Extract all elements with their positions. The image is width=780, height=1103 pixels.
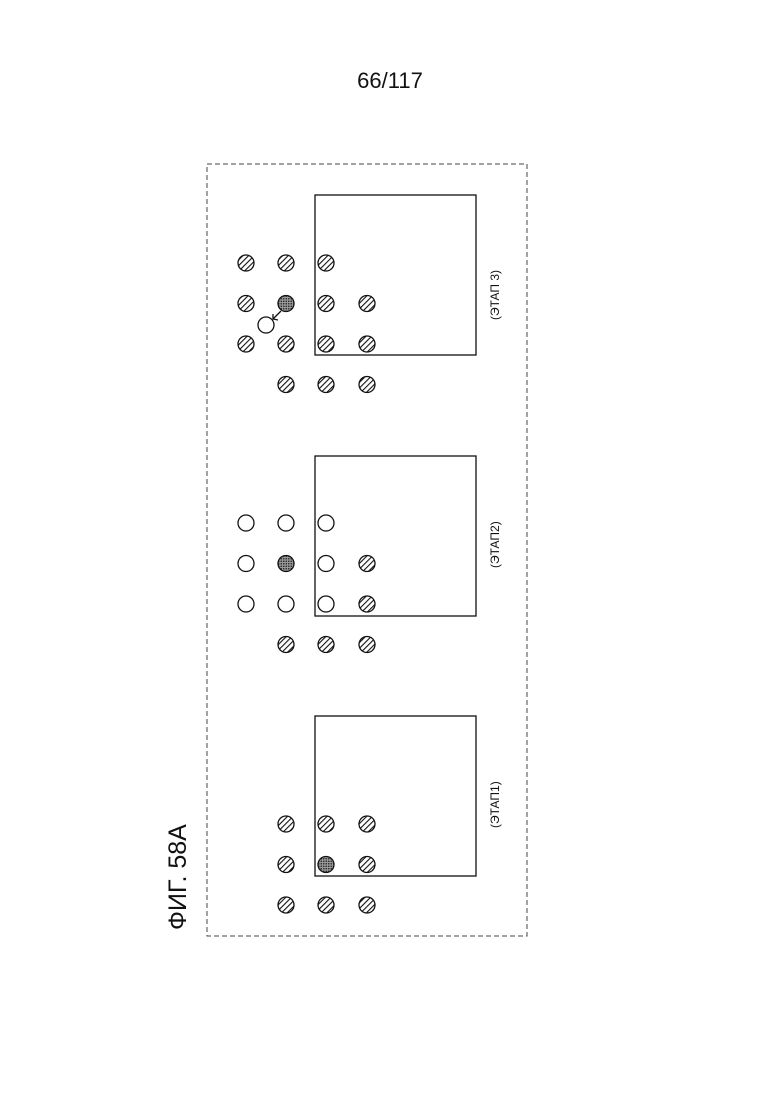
circle-empty — [318, 515, 334, 531]
circle-hatched — [278, 336, 294, 352]
circle-dotted — [278, 556, 294, 572]
circle-hatched — [318, 255, 334, 271]
move-arrow-line — [273, 311, 281, 319]
circle-hatched — [359, 336, 375, 352]
circle-empty — [278, 515, 294, 531]
stages-layer: (ЭТАП 3) (ЭТАП2) (ЭТАП1) — [238, 195, 502, 913]
stage-box — [315, 716, 476, 876]
moving-circle — [258, 317, 274, 333]
circle-hatched — [359, 556, 375, 572]
stage-3-group: (ЭТАП1) — [278, 716, 502, 913]
circle-hatched — [359, 296, 375, 312]
stage-label: (ЭТАП2) — [488, 521, 502, 568]
circle-hatched — [359, 897, 375, 913]
circle-hatched — [359, 596, 375, 612]
circle-hatched — [238, 336, 254, 352]
circle-hatched — [359, 637, 375, 653]
stage-label: (ЭТАП 3) — [488, 270, 502, 320]
stage-box — [315, 456, 476, 616]
circle-hatched — [278, 377, 294, 393]
figure-label: ФИГ. 58А — [164, 824, 192, 930]
circle-hatched — [318, 296, 334, 312]
circle-empty — [238, 556, 254, 572]
circle-empty — [318, 596, 334, 612]
circle-dotted — [278, 296, 294, 312]
circle-hatched — [278, 857, 294, 873]
stage-1-group: (ЭТАП 3) — [238, 195, 502, 393]
circle-empty — [238, 515, 254, 531]
circle-empty — [318, 556, 334, 572]
circle-hatched — [278, 816, 294, 832]
circle-hatched — [359, 377, 375, 393]
circle-hatched — [318, 816, 334, 832]
circle-hatched — [278, 897, 294, 913]
stage-label: (ЭТАП1) — [488, 781, 502, 828]
circle-hatched — [359, 816, 375, 832]
circle-empty — [278, 596, 294, 612]
circle-empty — [238, 596, 254, 612]
stage-2-group: (ЭТАП2) — [238, 456, 502, 653]
stage-box — [315, 195, 476, 355]
circle-dotted — [318, 857, 334, 873]
circle-hatched — [318, 897, 334, 913]
circle-hatched — [238, 296, 254, 312]
circle-hatched — [318, 377, 334, 393]
circle-hatched — [318, 336, 334, 352]
circle-hatched — [359, 857, 375, 873]
circle-hatched — [318, 637, 334, 653]
circle-hatched — [238, 255, 254, 271]
circle-hatched — [278, 637, 294, 653]
circle-hatched — [278, 255, 294, 271]
